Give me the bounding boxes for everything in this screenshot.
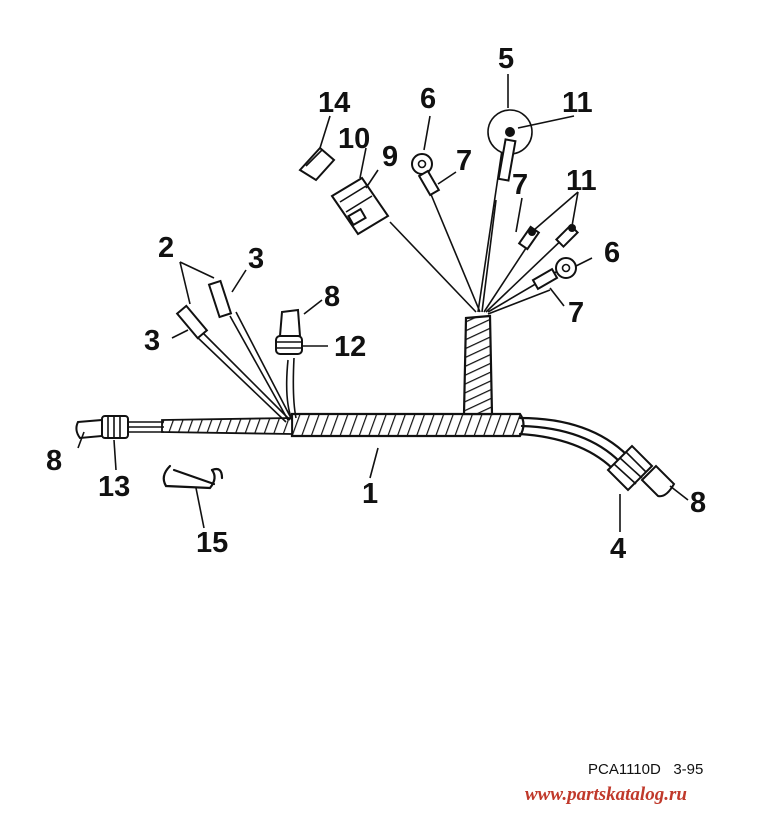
callout-8-left: 8 bbox=[46, 445, 62, 477]
callout-12: 12 bbox=[334, 331, 366, 363]
callout-13: 13 bbox=[98, 471, 130, 503]
drawing-number: PCA1110D bbox=[588, 761, 661, 778]
callout-2: 2 bbox=[158, 232, 174, 264]
upper-fan-wires bbox=[389, 149, 571, 315]
wire-to-connector-12 bbox=[285, 357, 297, 421]
detail-circle-5 bbox=[487, 109, 533, 182]
callout-labels: 1 2 3 3 4 5 6 6 7 7 7 8 8 8 9 10 11 11 1… bbox=[46, 43, 706, 565]
ring-terminal-6-top bbox=[411, 153, 441, 197]
callout-4: 4 bbox=[610, 533, 626, 565]
callout-6-top: 6 bbox=[420, 83, 436, 115]
callout-14: 14 bbox=[318, 87, 350, 119]
terminal-branch-left bbox=[175, 279, 293, 423]
ring-terminal-6-right bbox=[531, 257, 577, 291]
callout-7-top: 7 bbox=[456, 145, 472, 177]
callout-7-right: 7 bbox=[568, 297, 584, 329]
drawing-code: PCA1110D 3-95 bbox=[588, 761, 703, 778]
callout-1: 1 bbox=[362, 478, 378, 510]
connector-12 bbox=[275, 335, 303, 355]
connector-13 bbox=[101, 415, 129, 439]
callout-3-lower: 3 bbox=[144, 325, 160, 357]
callout-7-mid: 7 bbox=[512, 169, 528, 201]
right-cable bbox=[518, 416, 630, 470]
boot-8-upper bbox=[278, 308, 302, 337]
clip-15 bbox=[162, 464, 224, 490]
bullet-terminals-11 bbox=[517, 223, 580, 251]
callout-8-right: 8 bbox=[690, 487, 706, 519]
callout-11-right: 11 bbox=[566, 165, 597, 197]
drawing-date: 3-95 bbox=[673, 761, 704, 778]
connector-10 bbox=[330, 176, 390, 236]
leader-lines bbox=[77, 74, 689, 532]
connector-4 bbox=[606, 444, 654, 492]
left-lead-wires bbox=[128, 421, 164, 433]
boot-8-right bbox=[640, 464, 676, 498]
callout-9: 9 bbox=[382, 141, 398, 173]
callout-3-upper: 3 bbox=[248, 243, 264, 275]
callout-11-top: 11 bbox=[562, 87, 593, 119]
callout-15: 15 bbox=[196, 527, 228, 559]
callout-8-upper: 8 bbox=[324, 281, 340, 313]
watermark-url[interactable]: www.partskatalog.ru bbox=[525, 784, 687, 805]
fuse-holder-14 bbox=[298, 146, 336, 182]
callout-6-right: 6 bbox=[604, 237, 620, 269]
callout-5: 5 bbox=[498, 43, 514, 75]
boot-8-left bbox=[75, 418, 103, 440]
callout-10: 10 bbox=[338, 123, 370, 155]
